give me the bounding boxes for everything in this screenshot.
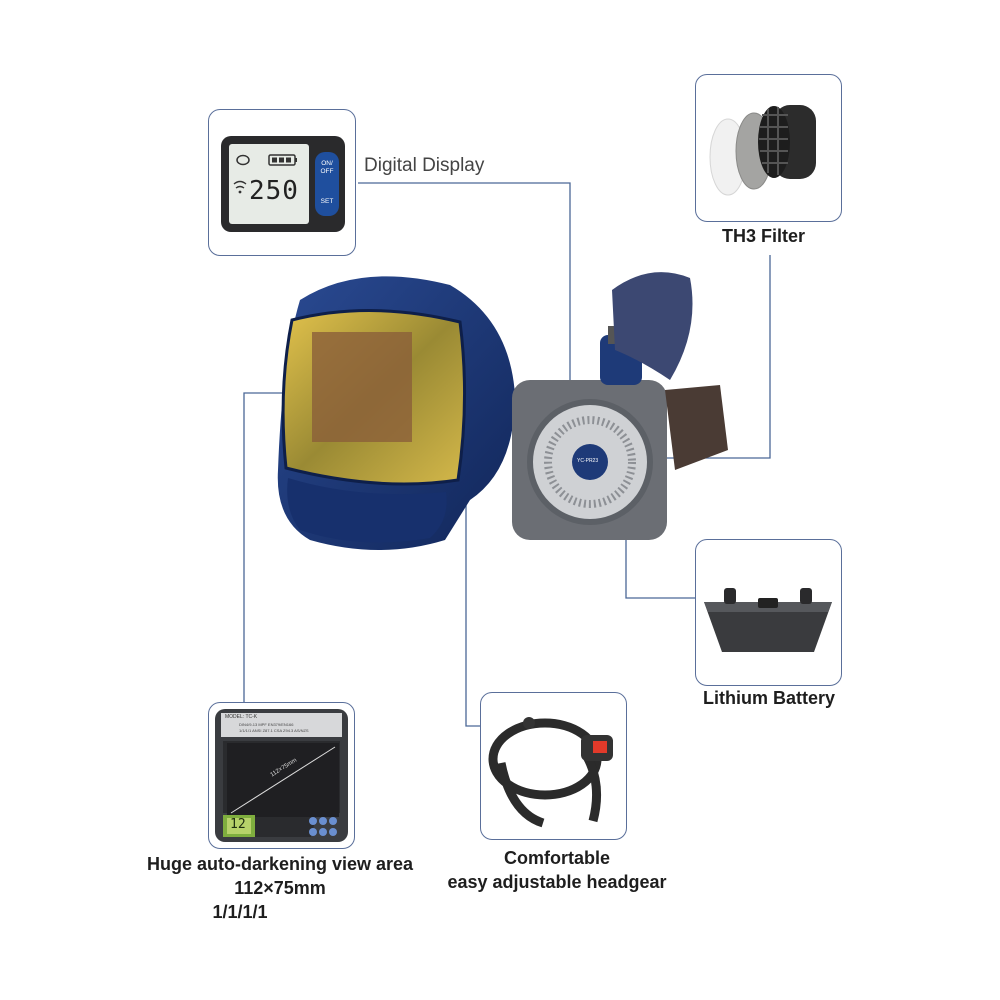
display-on-off-label: ON/ OFF bbox=[319, 160, 335, 176]
view-area-box: MODEL: TC-K DIN4/9-13 MPF EN379/EN166 1/… bbox=[208, 702, 355, 849]
filter-spec-line2: 1/1/1/1 ANSI Z87.1 CSA Z94.3 AS/NZS bbox=[239, 728, 309, 733]
line-headgear bbox=[465, 490, 480, 727]
digital-display-label: Digital Display bbox=[364, 155, 485, 176]
th3-filter-image bbox=[709, 105, 816, 196]
headgear-line2: easy adjustable headgear bbox=[447, 872, 667, 892]
line-digital-display bbox=[358, 182, 571, 380]
digital-display-image bbox=[221, 136, 345, 232]
lithium-battery-image bbox=[704, 588, 832, 652]
digital-display-box: 250 ON/ OFF SET bbox=[208, 109, 356, 256]
headgear-line1: Comfortable bbox=[503, 848, 610, 868]
line-th3-filter bbox=[655, 255, 771, 459]
display-value: 250 bbox=[249, 176, 299, 206]
display-on-label: ON/ bbox=[321, 160, 333, 167]
display-off-label: OFF bbox=[320, 168, 334, 175]
filter-lcd-value: 12 bbox=[230, 817, 246, 832]
th3-filter-box bbox=[695, 74, 842, 222]
view-area-line3: 1/1/1/1 bbox=[212, 902, 268, 922]
lithium-battery-box bbox=[695, 539, 842, 686]
lithium-battery-label: Lithium Battery bbox=[703, 688, 836, 708]
th3-filter-label: TH3 Filter bbox=[722, 226, 806, 246]
line-lithium-battery bbox=[625, 540, 696, 599]
headgear-label: Comfortable easy adjustable headgear bbox=[432, 846, 682, 894]
auto-darkening-filter-image bbox=[215, 709, 348, 842]
headgear-image bbox=[488, 717, 613, 828]
filter-model-text: MODEL: TC-K bbox=[225, 714, 258, 720]
headgear-box bbox=[480, 692, 627, 840]
view-area-label: Huge auto-darkening view area 112×75mm 1… bbox=[120, 852, 440, 924]
line-view-area bbox=[243, 392, 318, 703]
view-area-line1: Huge auto-darkening view area bbox=[146, 854, 414, 874]
view-area-line2: 112×75mm bbox=[234, 878, 326, 898]
display-set-label: SET bbox=[320, 198, 334, 205]
filter-spec-line1: DIN4/9-13 MPF EN379/EN166 bbox=[239, 722, 294, 727]
